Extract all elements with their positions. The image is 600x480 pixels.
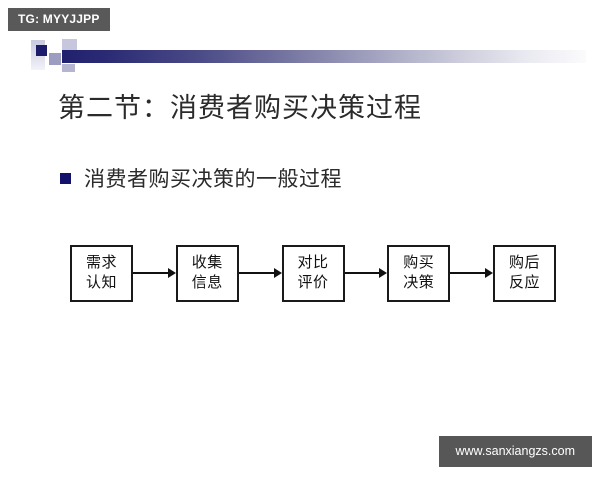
deco-square-slate	[62, 64, 75, 72]
flow-step-1-line1: 需求	[85, 253, 117, 272]
flow-step-1-line2: 认知	[85, 273, 117, 291]
header-gradient-bar	[62, 50, 586, 63]
square-bullet-icon	[60, 172, 71, 184]
flow-arrow-3-icon	[344, 267, 388, 279]
deco-square-white-left	[22, 42, 32, 70]
site-watermark-badge: www.sanxiangzs.com	[438, 435, 592, 467]
flow-step-4-line1: 购买	[403, 253, 435, 272]
deco-square-white	[49, 39, 62, 52]
flow-arrow-1-icon	[133, 267, 176, 279]
flow-step-2-line2: 信息	[191, 273, 223, 291]
bullet-text: 消费者购买决策的一般过程	[84, 167, 342, 191]
flow-step-4-line2: 决策	[403, 273, 435, 291]
deco-square-periwinkle	[62, 39, 77, 50]
flow-step-1: 需求 认知	[70, 244, 133, 302]
flow-step-2: 收集 信息	[175, 244, 239, 302]
flow-step-3: 对比 评价	[281, 244, 345, 302]
decision-process-flowchart: 需求 认知 收集 信息 对比 评价 购买 决策 购后 反应	[70, 243, 556, 303]
flow-step-5-line2: 反应	[508, 273, 540, 291]
flow-step-3-line2: 评价	[297, 273, 329, 291]
slide-title: 第二节：消费者购买决策过程	[58, 93, 422, 124]
flow-step-5: 购后 反应	[493, 244, 556, 302]
flow-step-2-line1: 收集	[191, 253, 223, 272]
deco-square-mauve	[49, 53, 61, 65]
flow-arrow-2-icon	[238, 267, 282, 279]
uploader-tag-badge: TG: MYYJJPP	[8, 8, 110, 31]
deco-square-navy	[36, 45, 47, 56]
flow-arrow-4-icon	[450, 267, 493, 279]
flow-step-3-line1: 对比	[297, 253, 329, 272]
bullet-row: 消费者购买决策的一般过程	[60, 163, 342, 193]
header-decoration	[0, 38, 600, 78]
flow-step-5-line1: 购后	[508, 253, 540, 272]
flow-step-4: 购买 决策	[387, 244, 451, 302]
